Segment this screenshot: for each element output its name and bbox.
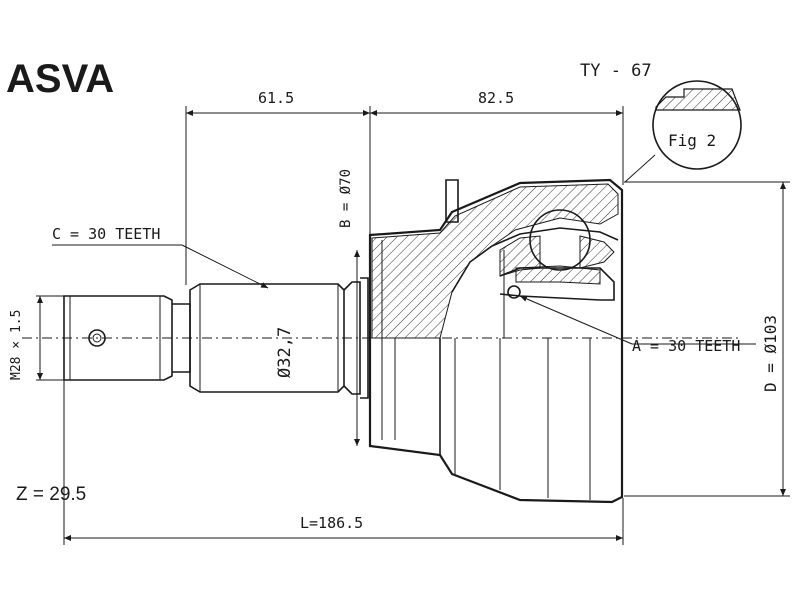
- dim-shaft-length: 61.5: [258, 89, 294, 107]
- total-length-label: L=186.5: [300, 514, 363, 532]
- top-dimensions: 61.5 82.5: [185, 89, 624, 285]
- a-teeth-label: A = 30 TEETH: [632, 337, 740, 355]
- dim-d: D = Ø103: [624, 181, 790, 497]
- shaft-step: [343, 277, 369, 399]
- dim-b: B = Ø70: [338, 169, 360, 446]
- dim-thread: M28 × 1.5: [9, 295, 64, 381]
- figure-label: Fig 2: [668, 131, 716, 150]
- dim-total-length: L=186.5: [63, 380, 624, 545]
- brand-title: ASVA: [6, 57, 114, 101]
- dim-b-label: B = Ø70: [338, 169, 354, 228]
- thread-label: M28 × 1.5: [9, 310, 24, 380]
- dim-a: A = 30 TEETH: [519, 295, 756, 355]
- inner-race: [499, 209, 615, 338]
- figure-detail: Fig 2: [624, 80, 742, 183]
- d-diameter-label: D = Ø103: [761, 315, 780, 392]
- dim-head-length: 82.5: [478, 89, 514, 107]
- z-value-label: Z = 29.5: [16, 484, 86, 505]
- shaft-diameter-label: Ø32,7: [275, 327, 295, 378]
- c-teeth-label: C = 30 TEETH: [52, 225, 160, 243]
- part-number: TY - 67: [580, 61, 652, 81]
- outer-housing: [368, 178, 624, 504]
- dim-c: C = 30 TEETH: [52, 225, 269, 289]
